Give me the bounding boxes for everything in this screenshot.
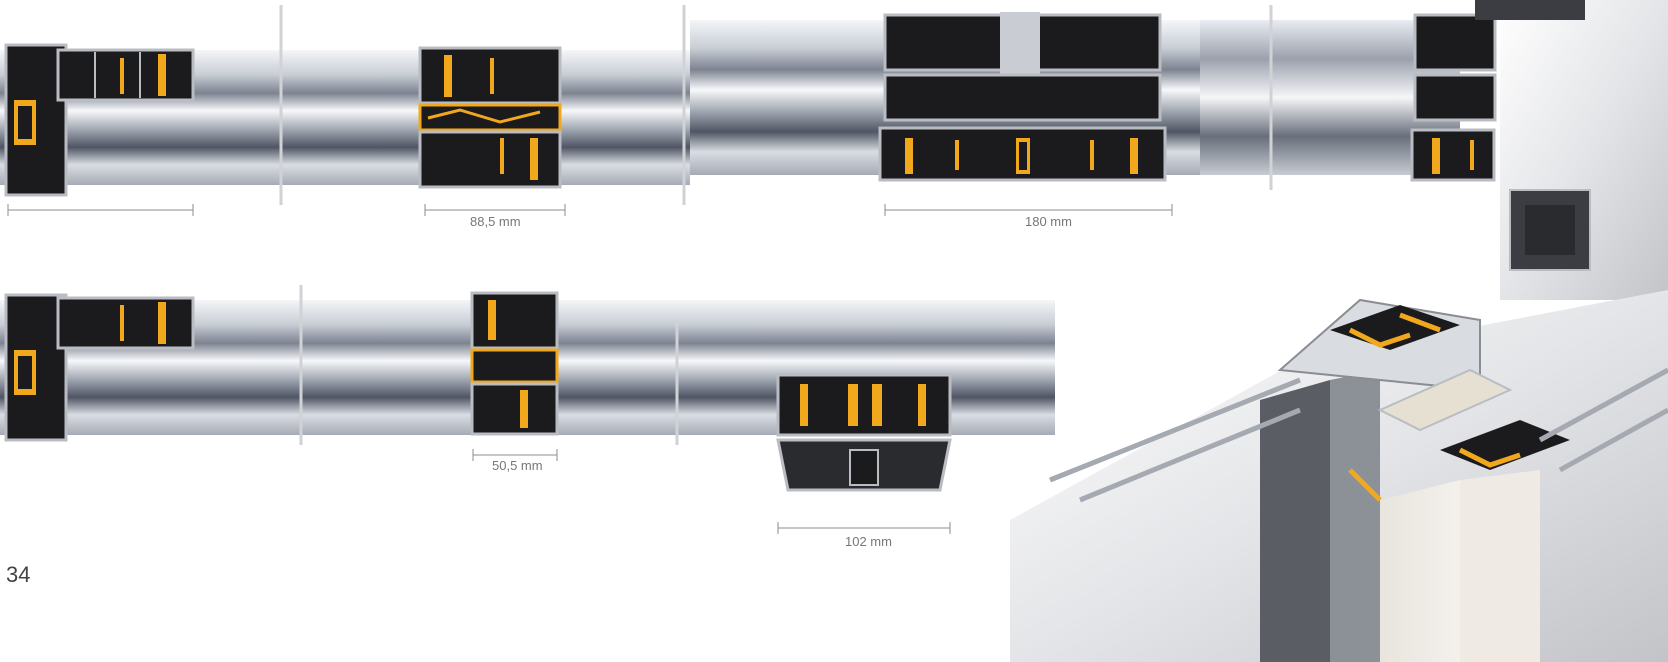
wall-section [1475,0,1668,300]
profile-section [1410,13,1497,182]
curtain-wall-3d-render [1010,290,1668,662]
profile-section [4,43,195,197]
dimension-label: 102 mm [845,534,892,549]
profile-section [4,293,195,442]
dimension-label: 180 mm [1025,214,1072,229]
dimension-lines [472,449,951,534]
profile-section [470,291,559,436]
profile-section [776,373,952,492]
profile-section [418,46,562,189]
dimension-lines [7,204,1173,216]
dimension-label: 88,5 mm [470,214,521,229]
dimension-label: 50,5 mm [492,458,543,473]
profile-section [878,12,1167,182]
bottom-row-sections [0,285,1055,534]
top-row-sections [0,0,1668,300]
page-number: 34 [6,562,31,587]
